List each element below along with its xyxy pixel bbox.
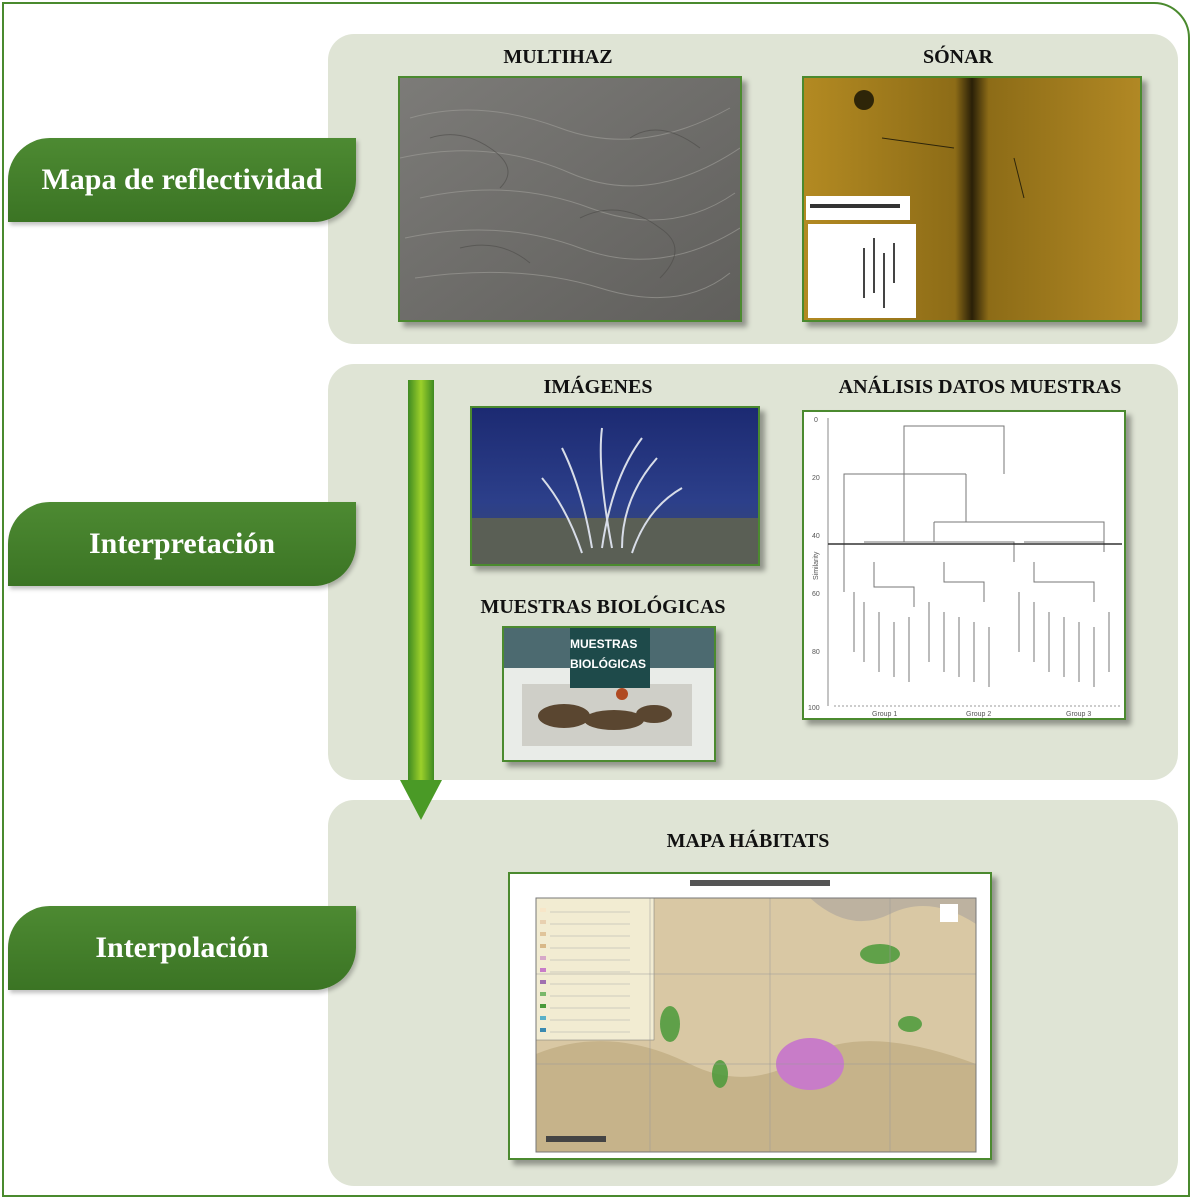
analysis-title: ANÁLISIS DATOS MUESTRAS [838, 376, 1122, 398]
dendrogram-figure: 0 20 40 60 80 100 Similarity Group 1 Gro… [802, 410, 1126, 720]
samples-title: MUESTRAS BIOLÓGICAS [480, 596, 726, 618]
y-tick-100: 100 [808, 705, 820, 712]
samples-photo: MUESTRAS BIOLÓGICAS [502, 626, 716, 762]
habitat-map [508, 872, 992, 1160]
group-label-2: Group 2 [966, 711, 991, 718]
samples-overlay-line2: BIOLÓGICAS [570, 657, 647, 671]
step-reflectivity-label: Mapa de reflectividad [41, 163, 323, 196]
reflectivity-panel: MULTIHAZ SÓNAR [328, 34, 1178, 344]
step-interpolation-label: Interpolación [95, 931, 269, 964]
step-reflectivity-map: Mapa de reflectividad [8, 138, 356, 222]
y-tick-40: 40 [812, 533, 820, 540]
samples-overlay-line1: MUESTRAS [570, 637, 638, 651]
images-title: IMÁGENES [543, 376, 653, 398]
step-interpretation: Interpretación [8, 502, 356, 586]
y-tick-0: 0 [814, 417, 818, 424]
interpretation-panel: IMÁGENES ANÁLISIS DATOS MUESTRAS MUESTRA… [328, 364, 1178, 780]
process-arrow [400, 380, 442, 820]
y-tick-20: 20 [812, 475, 820, 482]
y-axis-label: Similarity [813, 551, 820, 580]
step-interpolation: Interpolación [8, 906, 356, 990]
y-tick-80: 80 [812, 649, 820, 656]
step-interpretation-label: Interpretación [88, 527, 276, 560]
interpolation-panel: MAPA HÁBITATS [328, 800, 1178, 1186]
y-tick-60: 60 [812, 591, 820, 598]
sonar-title: SÓNAR [922, 46, 993, 68]
images-photo [470, 406, 760, 566]
sonar-image [802, 76, 1142, 322]
group-label-3: Group 3 [1066, 711, 1091, 718]
multihaz-title: MULTIHAZ [503, 46, 613, 68]
group-label-1: Group 1 [872, 711, 897, 718]
habitat-map-title: MAPA HÁBITATS [666, 830, 830, 852]
multihaz-image [398, 76, 742, 322]
